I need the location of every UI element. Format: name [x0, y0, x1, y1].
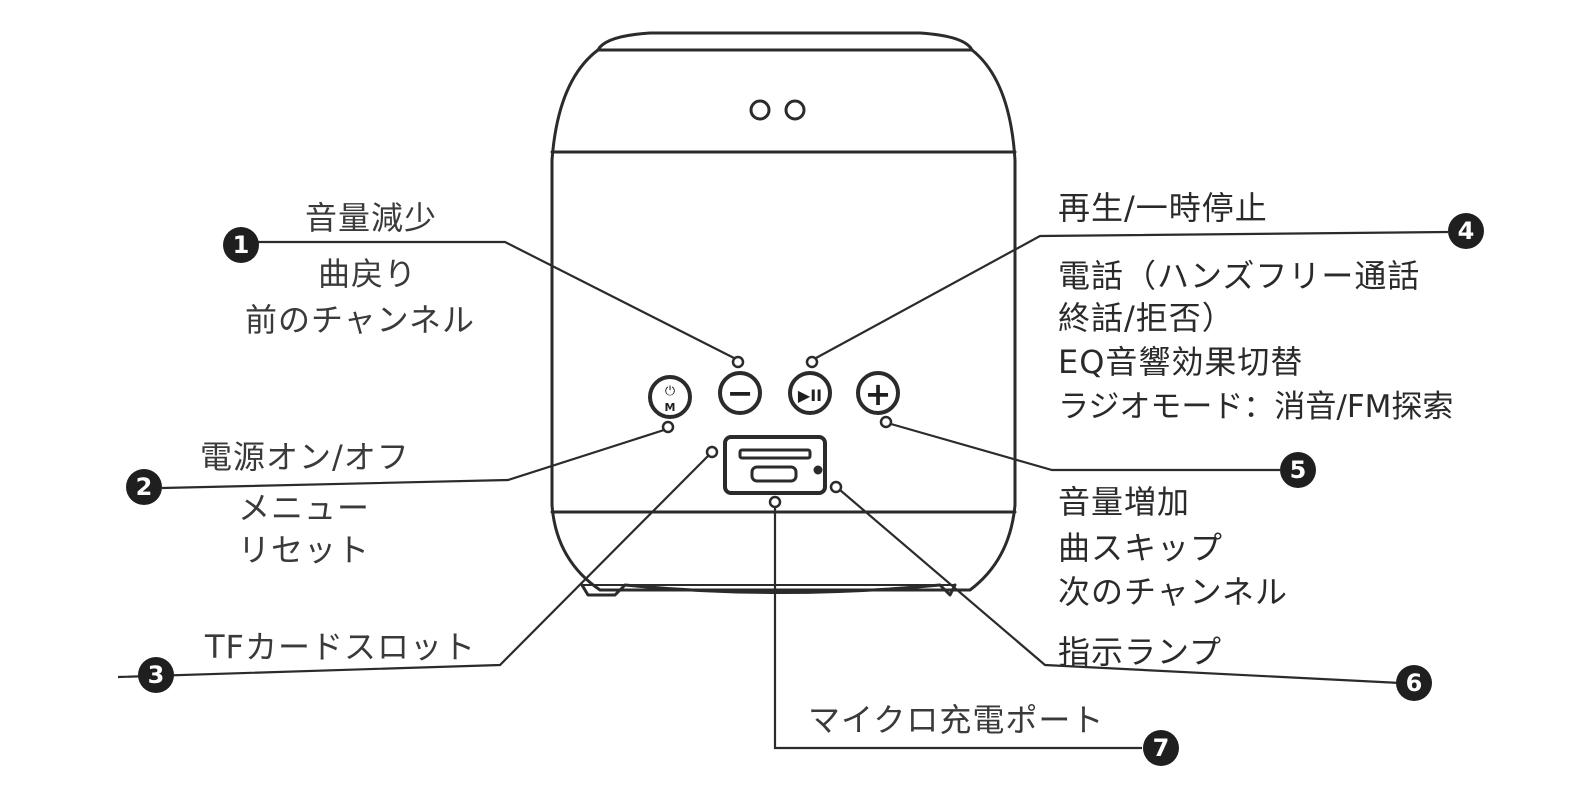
plus-icon: +: [865, 375, 892, 413]
micro-usb-port: [750, 465, 798, 483]
callout-2-line-2: メニュー: [238, 489, 371, 527]
callout-5-line-1: 音量増加: [1058, 483, 1191, 521]
play-pause-icon: ▶II: [798, 386, 822, 405]
anchor-6: [829, 480, 843, 494]
callout-4-line-5: ラジオモード：消音/FM探索: [1058, 389, 1454, 425]
mode-letter-icon: M: [665, 401, 676, 414]
anchor-3: [705, 445, 719, 459]
callout-4-line-4: EQ音響効果切替: [1058, 343, 1304, 381]
callout-badge-6: 6: [1396, 665, 1432, 701]
callout-1-line-2: 曲戻り: [318, 255, 418, 293]
callout-6-line-1: 指示ランプ: [1058, 633, 1223, 671]
callout-badge-4: 4: [1448, 213, 1484, 249]
anchor-1: [731, 355, 745, 369]
power-icon: ⏻: [665, 384, 675, 399]
leader-line-6: [839, 489, 1401, 685]
callout-4-line-1: 再生/一時停止: [1058, 189, 1268, 227]
indicator-lamp: [813, 465, 823, 475]
speaker-body-outline: [550, 48, 1017, 592]
callout-5-line-3: 次のチャンネル: [1058, 573, 1289, 611]
callout-1-line-1: 音量減少: [305, 199, 438, 237]
port-panel: [723, 435, 827, 495]
callout-2-line-1: 電源オン/オフ: [200, 438, 410, 476]
leader-line-7: [773, 507, 1142, 750]
power-menu-button[interactable]: [648, 375, 692, 419]
anchor-5: [879, 415, 893, 429]
callout-3-line-1: TFカードスロット: [205, 628, 476, 666]
callout-2-line-3: リセット: [238, 531, 371, 569]
callout-4-line-3: 終話/拒否）: [1058, 299, 1235, 337]
callout-1-line-3: 前のチャンネル: [245, 301, 476, 339]
callout-4-line-2: 電話（ハンズフリー通話: [1058, 257, 1421, 295]
leader-line-3: [117, 455, 709, 679]
anchor-4: [805, 355, 819, 369]
callout-badge-1: 1: [223, 227, 259, 263]
minus-icon: −: [727, 374, 754, 412]
callout-badge-7: 7: [1143, 730, 1179, 766]
volume-down-button[interactable]: [718, 371, 762, 415]
mic-hole-left: [749, 99, 771, 121]
callout-7-line-1: マイクロ充電ポート: [808, 701, 1105, 739]
leader-line-5: [890, 422, 1280, 472]
tf-card-slot: [738, 448, 812, 460]
callout-badge-5: 5: [1280, 452, 1316, 488]
mic-hole-right: [784, 99, 806, 121]
leader-line-2: [161, 428, 665, 490]
play-pause-button[interactable]: [788, 371, 832, 415]
leader-line-1: [258, 240, 735, 359]
callout-badge-2: 2: [126, 469, 162, 505]
leader-line-4: [815, 230, 1449, 359]
anchor-2: [661, 420, 675, 434]
volume-up-button[interactable]: [856, 371, 900, 415]
speaker-top-cap: [596, 31, 974, 52]
callout-5-line-2: 曲スキップ: [1058, 529, 1224, 567]
callout-badge-3: 3: [138, 657, 174, 693]
anchor-7: [768, 495, 782, 509]
